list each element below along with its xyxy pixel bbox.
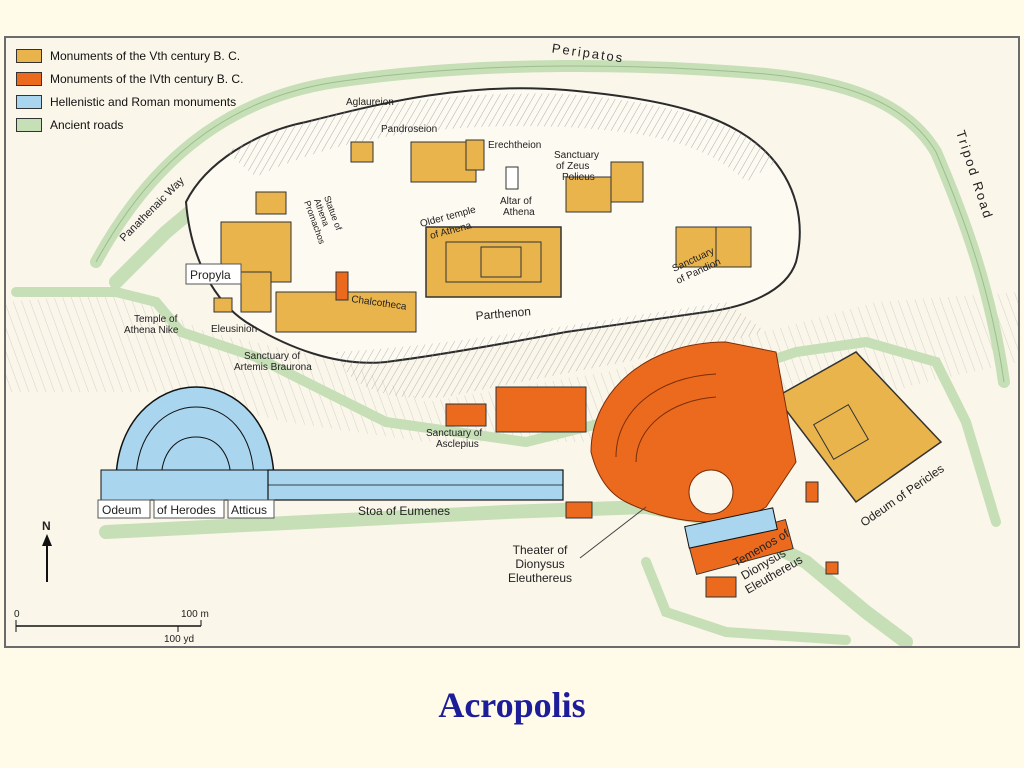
label-sanctuary-zeus-3: Polieus	[562, 172, 595, 183]
label-sanctuary-artemis-1: Sanctuary of	[244, 351, 300, 362]
altar-athena-monument[interactable]	[505, 166, 519, 190]
label-sanctuary-artemis: Sanctuary of Artemis Braurona	[234, 351, 312, 373]
sanctuary-zeus-monument[interactable]	[565, 161, 644, 213]
legend-item-hellenistic-roman: Hellenistic and Roman monuments	[16, 90, 243, 113]
erechtheion-monument[interactable]	[410, 139, 485, 183]
label-temple-nike-1: Temple of	[134, 314, 178, 325]
legend-item-vth-century: Monuments of the Vth century B. C.	[16, 44, 243, 67]
acropolis-rock-hatching-south	[336, 302, 766, 398]
legend-label-hellenistic-roman: Hellenistic and Roman monuments	[50, 94, 237, 109]
label-odeum: Odeum	[102, 503, 141, 517]
label-parthenon: Parthenon	[475, 304, 531, 323]
north-arrow: N	[42, 519, 52, 582]
sanctuary-pandion-monument[interactable]	[675, 226, 752, 268]
propyla-label-box	[185, 263, 242, 285]
label-theater-dionysus-1: Theater of	[513, 543, 568, 557]
label-sanctuary-asclepius-2: Asclepius	[436, 439, 479, 450]
label-pandroseion: Pandroseion	[381, 124, 437, 135]
north-label: N	[42, 519, 51, 533]
label-propyla: Propyla	[190, 268, 231, 282]
label-sanctuary-asclepius-1: Sanctuary of	[426, 428, 482, 439]
stoa-end-monument[interactable]	[565, 501, 593, 519]
odeum-label-box-3	[227, 499, 275, 519]
odeum-herodes-monument[interactable]	[100, 386, 275, 501]
north-arrow-head	[42, 534, 52, 546]
scale-zero: 0	[14, 609, 20, 620]
parthenon-monument[interactable]	[425, 226, 562, 298]
map-frame: Peripatos Tripod Road Panathenaic Way Ag…	[4, 36, 1020, 648]
label-sanctuary-zeus-2: of Zeus	[556, 161, 589, 172]
legend-swatch-ivth-century	[16, 71, 42, 86]
label-eleusinion: Eleusinion	[211, 324, 257, 335]
legend-label-vth-century: Monuments of the Vth century B. C.	[50, 48, 241, 63]
theater-dionysus-monument[interactable]	[590, 341, 797, 523]
pandroseion-monument[interactable]	[350, 141, 374, 163]
label-theater-dionysus-3: Eleuthereus	[508, 571, 572, 585]
label-altar-athena-1: Altar of	[500, 196, 532, 207]
acropolis-rock-hatching	[226, 93, 776, 182]
theater-pointer-line	[579, 506, 647, 559]
peripatos-road-edge	[95, 65, 1005, 383]
label-sanctuary-artemis-2: Artemis Braurona	[234, 362, 312, 373]
legend-swatch-vth-century	[16, 48, 42, 63]
label-altar-athena: Altar of Athena	[500, 196, 535, 218]
label-aglaureion: Aglaureion	[346, 97, 394, 108]
legend-swatch-ancient-roads	[16, 117, 42, 132]
legend-swatch-hellenistic-roman	[16, 94, 42, 109]
scale-bar: 0 100 m 100 yd	[14, 609, 209, 645]
label-theater-dionysus-2: Dionysus	[515, 557, 564, 571]
page-title: Acropolis	[438, 685, 586, 725]
odeum-label-box-2	[153, 499, 225, 519]
legend-label-ivth-century: Monuments of the IVth century B. C.	[50, 71, 244, 86]
south-road-2	[641, 557, 851, 645]
label-sanctuary-zeus: Sanctuary of Zeus Polieus	[554, 150, 599, 183]
scale-meters: 100 m	[181, 609, 209, 620]
legend-item-ivth-century: Monuments of the IVth century B. C.	[16, 67, 243, 90]
label-of-herodes: of Herodes	[157, 503, 216, 517]
map-legend: Monuments of the Vth century B. C. Monum…	[16, 44, 243, 136]
label-theater-dionysus: Theater of Dionysus Eleuthereus	[508, 543, 572, 585]
chalcotheca-artemis-monument[interactable]	[275, 271, 417, 333]
acropolis-map: Peripatos Tripod Road Panathenaic Way Ag…	[6, 38, 1018, 646]
label-stoa-eumenes: Stoa of Eumenes	[358, 504, 450, 518]
scale-yards: 100 yd	[164, 634, 194, 645]
odeum-pericles-monument[interactable]	[774, 351, 943, 504]
lower-road	[11, 287, 1001, 527]
label-sanctuary-zeus-1: Sanctuary	[554, 150, 599, 161]
legend-item-ancient-roads: Ancient roads	[16, 113, 243, 136]
label-sanctuary-asclepius: Sanctuary of Asclepius	[426, 428, 482, 450]
label-temple-nike: Temple of Athena Nike	[124, 314, 179, 336]
label-altar-athena-2: Athena	[503, 207, 535, 218]
label-temple-nike-2: Athena Nike	[124, 325, 179, 336]
odeum-herodes-labels: Odeum of Herodes Atticus	[97, 499, 275, 519]
sanctuary-asclepius-monument[interactable]	[445, 386, 587, 433]
label-atticus: Atticus	[231, 503, 267, 517]
legend-label-ancient-roads: Ancient roads	[50, 117, 124, 132]
theater-stage-monument[interactable]	[684, 507, 778, 549]
temple-nike-monument[interactable]	[213, 297, 233, 313]
label-erechtheion: Erechtheion	[488, 140, 541, 151]
odeum-label-box-1	[97, 499, 151, 519]
stoa-eumenes-monument[interactable]	[267, 469, 564, 501]
